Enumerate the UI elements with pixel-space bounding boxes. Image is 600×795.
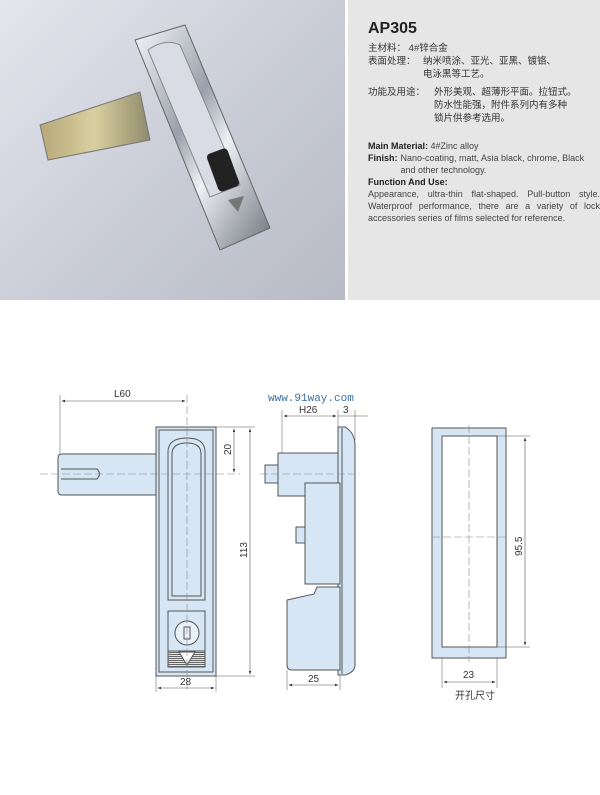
- cutout-hole: [441, 435, 498, 648]
- en-material: Main Material: 4#Zinc alloy: [368, 141, 479, 151]
- dim-3: 3: [343, 405, 349, 416]
- cn-finish: 表面处理：纳米喷涂、亚光、亚黑、镀铬、 电泳黑等工艺。: [368, 56, 557, 80]
- side-lower-body: [286, 586, 341, 671]
- dim-20: 20: [223, 443, 234, 455]
- product-photo: [0, 0, 345, 300]
- dim-95.5: 95.5: [514, 536, 525, 556]
- watermark: www.91way.com: [268, 393, 354, 405]
- dim-23: 23: [463, 670, 475, 681]
- side-block: [304, 482, 341, 585]
- handle-outer: [167, 437, 206, 601]
- en-function-label: Function And Use:: [368, 177, 448, 187]
- side-view: H26 3 25: [260, 405, 368, 690]
- cn-function: 功能及用途：外形美观、超薄形平面。拉钮式。 防水性能强，附件系列内有多种 锁片供…: [368, 87, 577, 124]
- front-view: L60 20 113 28: [40, 389, 255, 692]
- en-finish: Finish:Nano-coating, matt, Asia black, c…: [368, 153, 585, 175]
- cam-shaft: [57, 453, 157, 496]
- screw-nut: [295, 526, 306, 544]
- front-inner-frame: [158, 429, 214, 673]
- spec-panel: AP305 主材料： 4#锌合金 表面处理：纳米喷涂、亚光、亚黑、镀铬、 电泳黑…: [348, 0, 600, 300]
- technical-drawing: www.91way.com L60 20 113 28: [40, 389, 530, 702]
- cam-plate: [39, 91, 151, 161]
- dim-L60: L60: [114, 389, 131, 400]
- latch-photo-illustration: [39, 24, 271, 251]
- en-function-text: Appearance, ultra-thin flat-shaped. Pull…: [368, 189, 600, 223]
- cutout-view: 95.5 23 开孔尺寸: [431, 425, 530, 702]
- dim-28: 28: [180, 677, 192, 688]
- dim-H26: H26: [299, 405, 318, 416]
- model-title: AP305: [368, 20, 417, 37]
- key: [206, 148, 240, 192]
- cutout-caption: 开孔尺寸: [455, 689, 495, 702]
- cn-material: 主材料： 4#锌合金: [368, 43, 448, 54]
- dim-113: 113: [239, 542, 250, 558]
- side-plate: [337, 426, 356, 676]
- dim-25: 25: [308, 674, 320, 685]
- arrow-mark: [228, 196, 244, 212]
